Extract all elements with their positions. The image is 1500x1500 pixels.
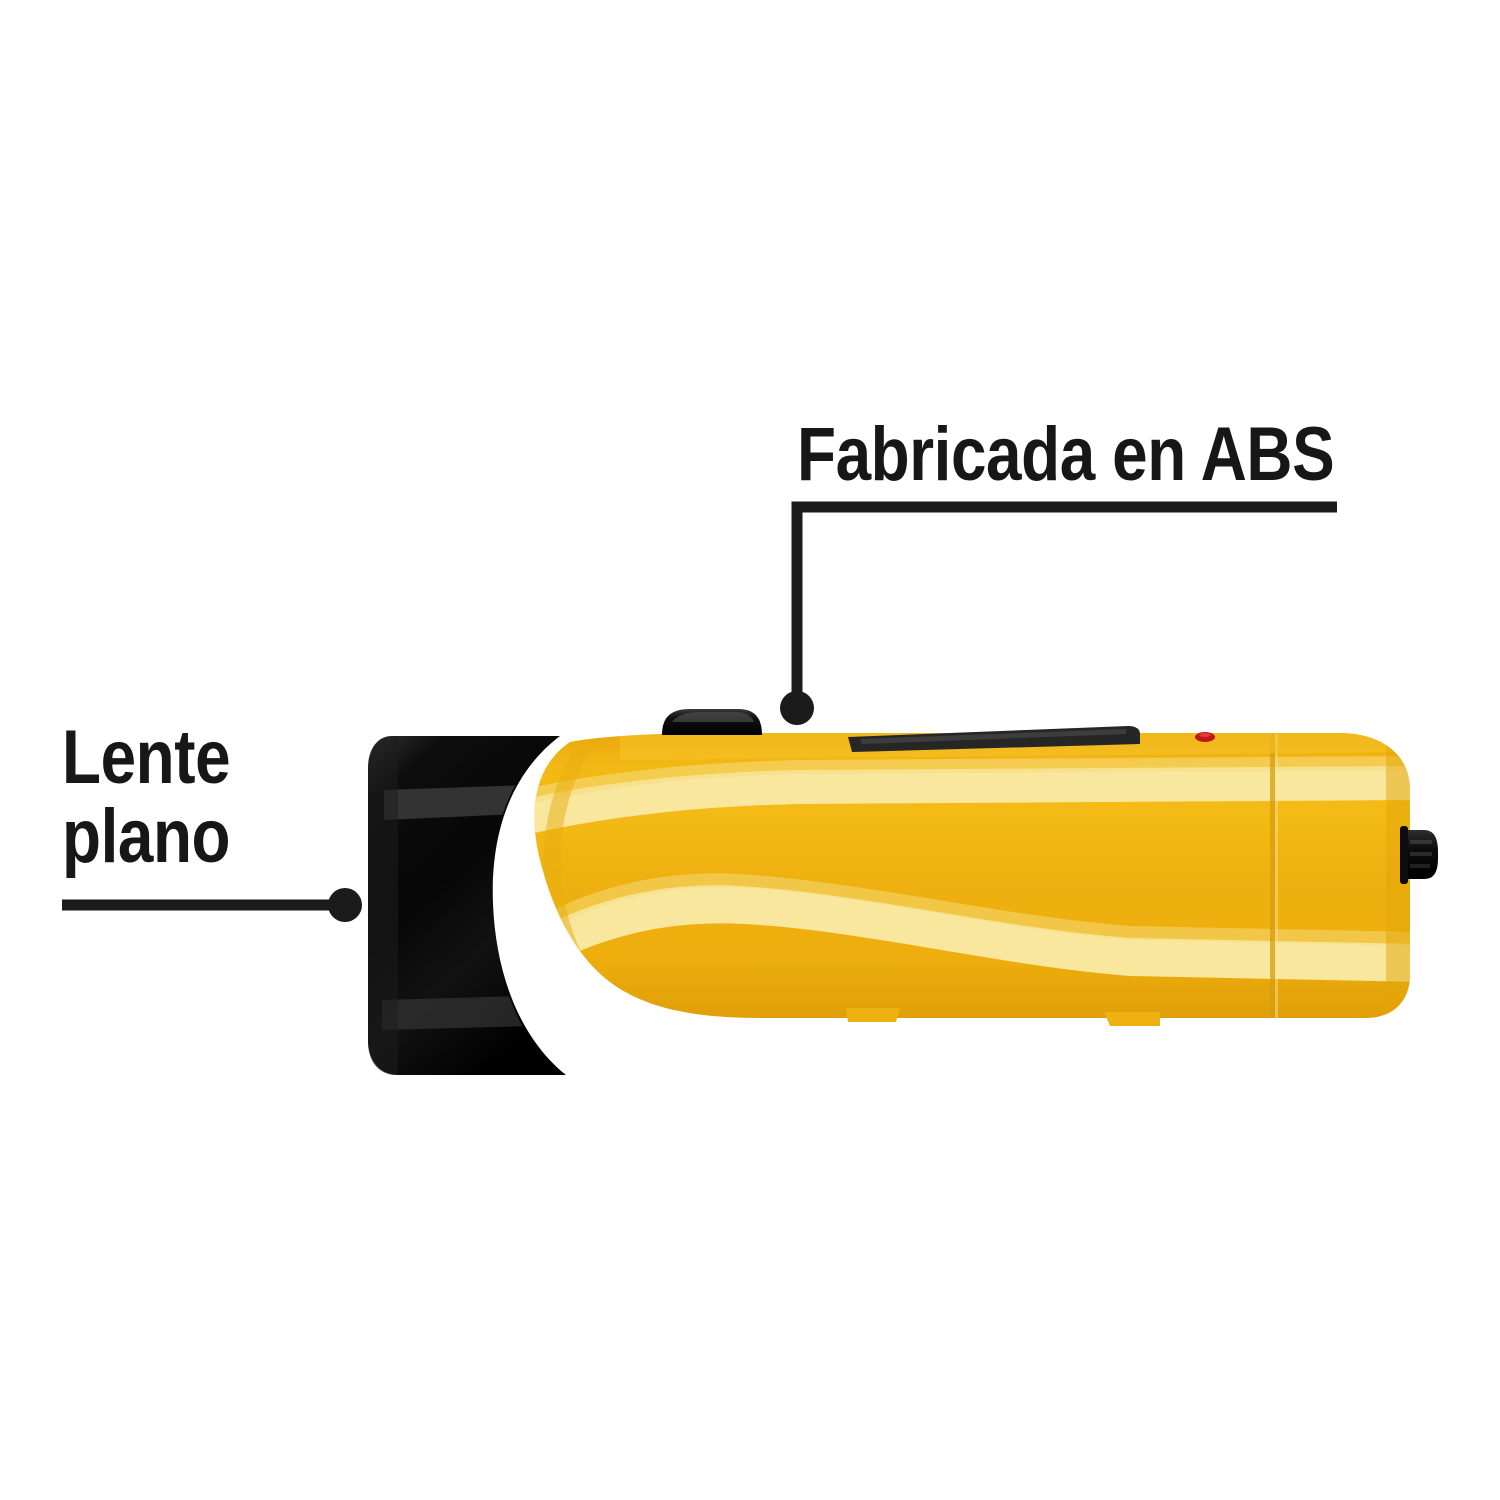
highlight-band-lower xyxy=(534,885,1410,986)
lens-edge-shade xyxy=(368,736,398,1075)
tail-shade xyxy=(1386,733,1410,1018)
callout-label-fabricada-abs: Fabricada en ABS xyxy=(797,412,1335,497)
tail-knob-groove-2 xyxy=(1410,852,1432,856)
body-shell-group xyxy=(534,733,1410,1026)
red-indicator-group xyxy=(1195,732,1215,742)
top-seam-strip-group xyxy=(848,726,1140,752)
tail-knob-groove-1 xyxy=(1410,840,1432,844)
callout-leader-lente-plano xyxy=(62,888,362,922)
seam-line-highlight xyxy=(1275,733,1278,1018)
power-switch-group[interactable] xyxy=(662,709,762,735)
lens-head xyxy=(368,736,566,1075)
callout-label-lente-plano-line1: Lente xyxy=(62,715,231,800)
callout-label-lente-plano-line2: plano xyxy=(62,794,231,880)
tail-knob-groove-3 xyxy=(1410,864,1430,868)
leader-dot-lente-plano xyxy=(328,888,362,922)
tail-knob-group[interactable] xyxy=(1400,826,1438,884)
leader-line-fabricada-abs xyxy=(791,501,1337,706)
highlight-band-upper xyxy=(534,766,1410,834)
lens-highlight-top xyxy=(384,784,560,820)
callout-label-fabricada-abs-line1: Fabricada en ABS xyxy=(797,412,1335,497)
highlight-band-lower-soft xyxy=(534,873,1410,950)
lens-highlight-bottom xyxy=(382,996,530,1030)
red-indicator-gloss xyxy=(1199,733,1211,737)
highlight-band-upper-soft xyxy=(534,756,1410,804)
lower-lip-notch-2 xyxy=(846,1008,900,1022)
lens-head-group xyxy=(368,736,566,1075)
lower-lip-notch xyxy=(1104,1012,1160,1026)
seam-line xyxy=(1270,733,1275,1018)
tail-knob-base xyxy=(1400,826,1408,884)
leader-dot-fabricada-abs xyxy=(780,691,814,725)
power-switch-gloss xyxy=(672,712,754,722)
callout-leader-fabricada-abs xyxy=(780,501,1337,725)
top-seam-strip-gloss xyxy=(860,729,1126,744)
